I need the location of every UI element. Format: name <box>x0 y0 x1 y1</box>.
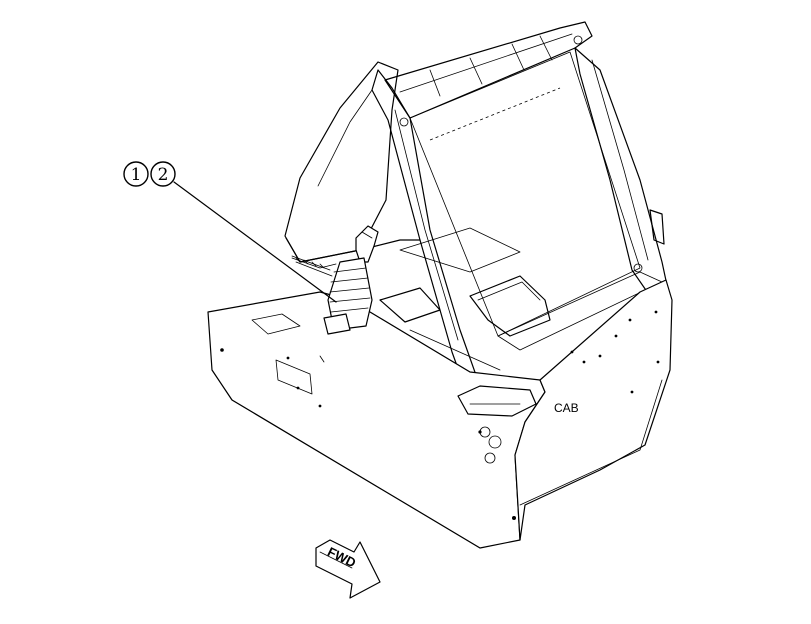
joystick-assembly <box>323 225 379 335</box>
cab-floor <box>379 227 663 371</box>
callout-1-label: 1 <box>131 165 142 185</box>
rops-base-mount <box>457 385 537 464</box>
console-panel <box>207 279 673 549</box>
fwd-arrow: FWD <box>315 539 381 599</box>
callout-2-label: 2 <box>158 165 169 185</box>
seat-shell <box>284 61 421 277</box>
callout-1: 1 <box>123 161 149 187</box>
cab-label: CAB <box>554 401 579 415</box>
callout-2: 2 <box>150 161 176 187</box>
rops-frame <box>371 21 669 403</box>
callout-leader-line <box>173 181 337 303</box>
